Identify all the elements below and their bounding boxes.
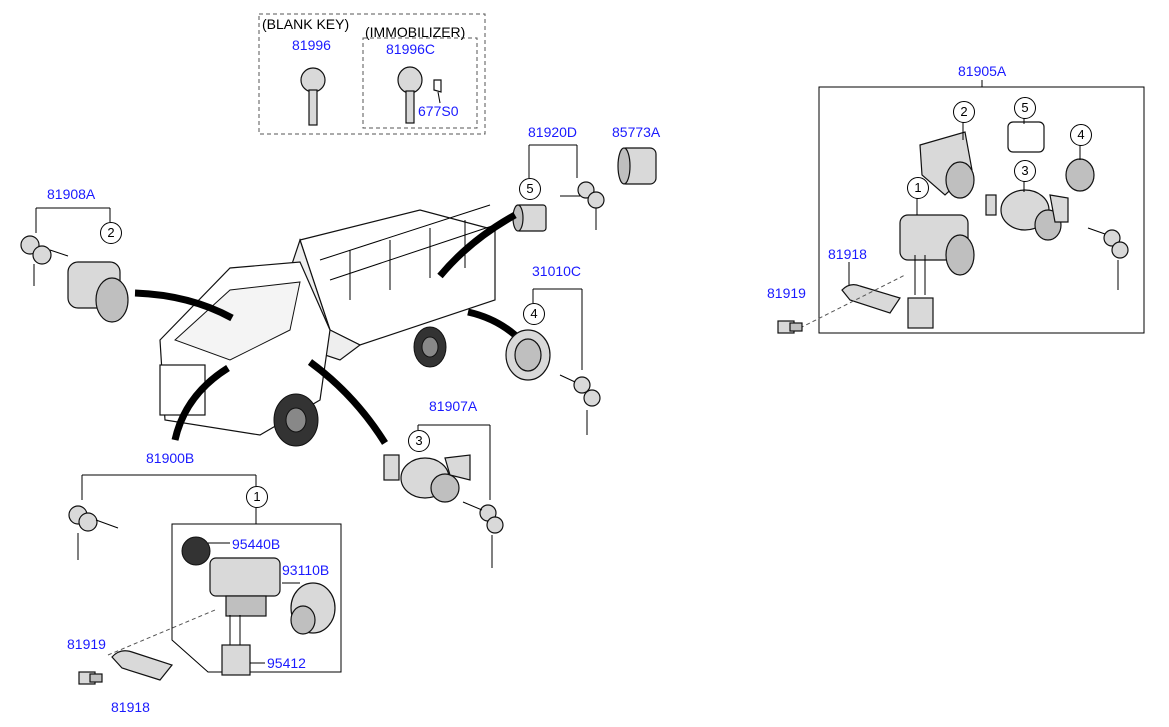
- sleeve-5-right-icon: [1007, 121, 1045, 153]
- ignition-keys-icon: [68, 505, 119, 560]
- door-lock-assembly-81907a-icon: [383, 454, 471, 503]
- part-81996: 81996: [292, 37, 331, 53]
- bracket-81918-left-icon: [111, 650, 174, 681]
- part-81919-right: 81919: [767, 285, 806, 301]
- connector-95412-icon: [221, 615, 251, 676]
- part-93110b: 93110B: [282, 562, 330, 578]
- part-81918-left: 81918: [111, 699, 150, 715]
- immobilizer-key-icon: [397, 66, 423, 124]
- part-81907a: 81907A: [429, 398, 478, 414]
- key-frame-immobilizer: [362, 37, 478, 129]
- ignition-switch-1-right-icon: [899, 214, 975, 276]
- part-81919-left: 81919: [67, 636, 106, 652]
- callout-3-right: 3: [1014, 160, 1036, 182]
- fuel-cap-4-right-icon: [1065, 158, 1095, 192]
- part-85773a: 85773A: [612, 124, 661, 140]
- housing-2-right-icon: [919, 131, 975, 199]
- keys-right-icon: [1087, 227, 1129, 290]
- screw-81919-right-icon: [777, 320, 803, 334]
- callout-2-door: 2: [100, 222, 122, 244]
- part-81918-right: 81918: [828, 246, 867, 262]
- ignition-switch-body-icon: [209, 557, 281, 617]
- leader-ignition: [171, 365, 230, 441]
- part-81996c: 81996C: [386, 41, 436, 57]
- leader-fuel-cap: [467, 308, 518, 338]
- immobilizer-label: (IMMOBILIZER): [365, 24, 466, 40]
- part-677s0: 677S0: [418, 103, 459, 119]
- bracket-81918-right-icon: [841, 284, 901, 314]
- fuel-cap-icon: [505, 329, 551, 381]
- assembly-81905a-frame: [818, 86, 1145, 334]
- blank-key-label: (BLANK KEY): [262, 16, 350, 32]
- callout-2-right: 2: [953, 101, 975, 123]
- callout-3-side: 3: [408, 430, 430, 452]
- transponder-chip-icon: [433, 79, 442, 93]
- callout-4-right: 4: [1070, 124, 1092, 146]
- callout-5-cargo: 5: [519, 178, 541, 200]
- callout-5-right: 5: [1014, 97, 1036, 119]
- part-81920d: 81920D: [528, 124, 578, 140]
- leader-side-door: [307, 359, 388, 445]
- part-31010c: 31010C: [532, 263, 582, 279]
- leader-door-lock: [134, 289, 234, 322]
- door-lock-cylinder-icon: [67, 261, 129, 323]
- callout-4-fuel: 4: [523, 303, 545, 325]
- door-keys-81907a-icon: [462, 501, 504, 568]
- screw-81919-left-icon: [78, 671, 103, 685]
- part-81900b: 81900B: [146, 450, 195, 466]
- immobilizer-coil-93110b-icon: [290, 582, 336, 635]
- callout-1-ignition: 1: [246, 486, 268, 508]
- cargo-key-set-icon: [560, 181, 605, 230]
- part-81908a: 81908A: [47, 186, 96, 202]
- part-95440b: 95440B: [232, 536, 281, 552]
- cargo-lock-cylinder-icon: [512, 204, 547, 232]
- ignition-assembly-frame: [171, 523, 342, 673]
- connector-right-icon: [907, 255, 934, 329]
- key-frame-outer: [258, 13, 486, 135]
- callout-1-right: 1: [907, 177, 929, 199]
- part-95412: 95412: [267, 655, 306, 671]
- fuel-keys-icon: [559, 374, 601, 435]
- key-cylinder-95440b-icon: [181, 536, 211, 566]
- leader-cargo-lock: [437, 211, 517, 279]
- sleeve-85773a-icon: [617, 147, 657, 185]
- door-keys-81908a-icon: [20, 235, 69, 286]
- blank-key-icon: [300, 67, 326, 126]
- lock-cylinder-3-right-icon: [985, 189, 1069, 241]
- part-81905a: 81905A: [958, 63, 1007, 79]
